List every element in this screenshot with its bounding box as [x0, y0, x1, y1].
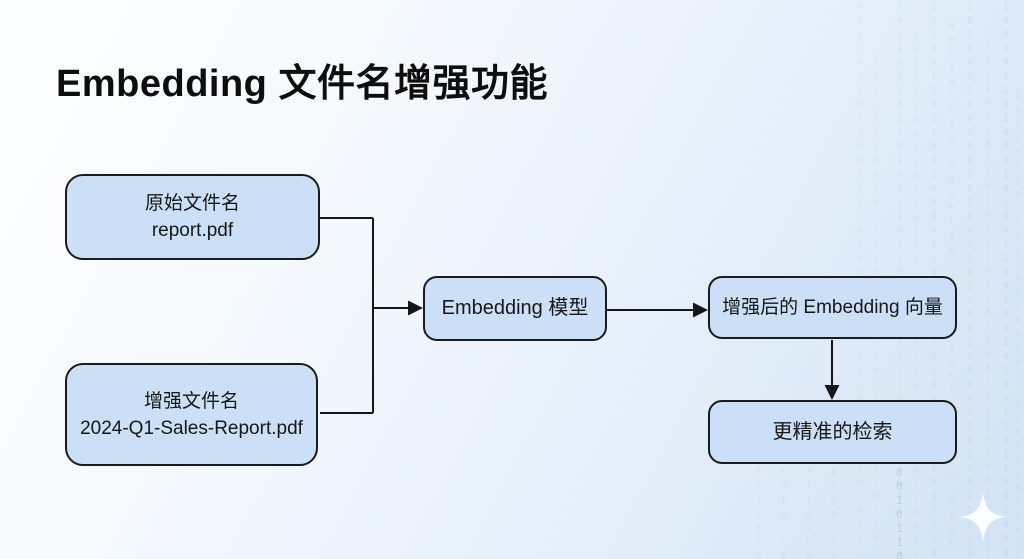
node-precise-retrieval: 更精准的检索: [708, 400, 957, 464]
binary-rain-column: 1 0 1 1 0 1 0 0 1 1 0 1 1 0 1 1 0 0 1 0 …: [1015, 92, 1021, 559]
node-enhanced-embedding-vector-label: 增强后的 Embedding 向量: [722, 297, 943, 318]
binary-rain-column: 1 0 1 1 0 1 0 0: [806, 454, 812, 559]
binary-rain-column: 1 0 1 1 0 1 1 0 0 1 0 1 1 0 1 0 0 1 1 0 …: [967, 2, 973, 558]
arrowhead-to-vector: [693, 302, 708, 318]
page-title: Embedding 文件名增强功能: [56, 63, 548, 105]
binary-rain-column: 1 0 0 1 0 1 1 0: [781, 454, 787, 559]
sparkle-icon: [961, 493, 1005, 541]
binary-rain-column: 1 0 1 1 0 0 1 0: [756, 454, 762, 559]
node-original-filename: 原始文件名 report.pdf: [65, 174, 320, 260]
binary-rain-column: 1 0 1 0 0 1 1 0: [831, 454, 837, 559]
arrowhead-to-retrieval: [824, 385, 840, 400]
node-enhanced-title: 增强文件名: [143, 390, 239, 412]
node-enhanced-embedding-vector: 增强后的 Embedding 向量: [708, 276, 957, 339]
node-enhanced-filename: 增强文件名 2024-Q1-Sales-Report.pdf: [65, 363, 318, 466]
binary-rain-column: 1 0 1 1 0 0 1 0 1 1 0 1 0 0 1 1 0 1 1 0 …: [985, 42, 991, 556]
node-enhanced-filename-text: 2024-Q1-Sales-Report.pdf: [80, 417, 303, 439]
binary-rain-column: 1 0 0 1 0 1 1 0 1 0 0 1 1 0 1 1 0 1 1 0 …: [1003, 2, 1009, 558]
node-original-title: 原始文件名: [144, 193, 240, 214]
binary-rain-column: 1 0 0 1 0 1 1 0: [896, 452, 903, 559]
node-embedding-model-label: Embedding 模型: [441, 297, 589, 319]
node-precise-retrieval-label: 更精准的检索: [772, 420, 893, 443]
node-original-filename-text: report.pdf: [151, 220, 234, 241]
node-embedding-model: Embedding 模型: [423, 276, 607, 341]
arrowhead-to-model: [408, 300, 423, 316]
